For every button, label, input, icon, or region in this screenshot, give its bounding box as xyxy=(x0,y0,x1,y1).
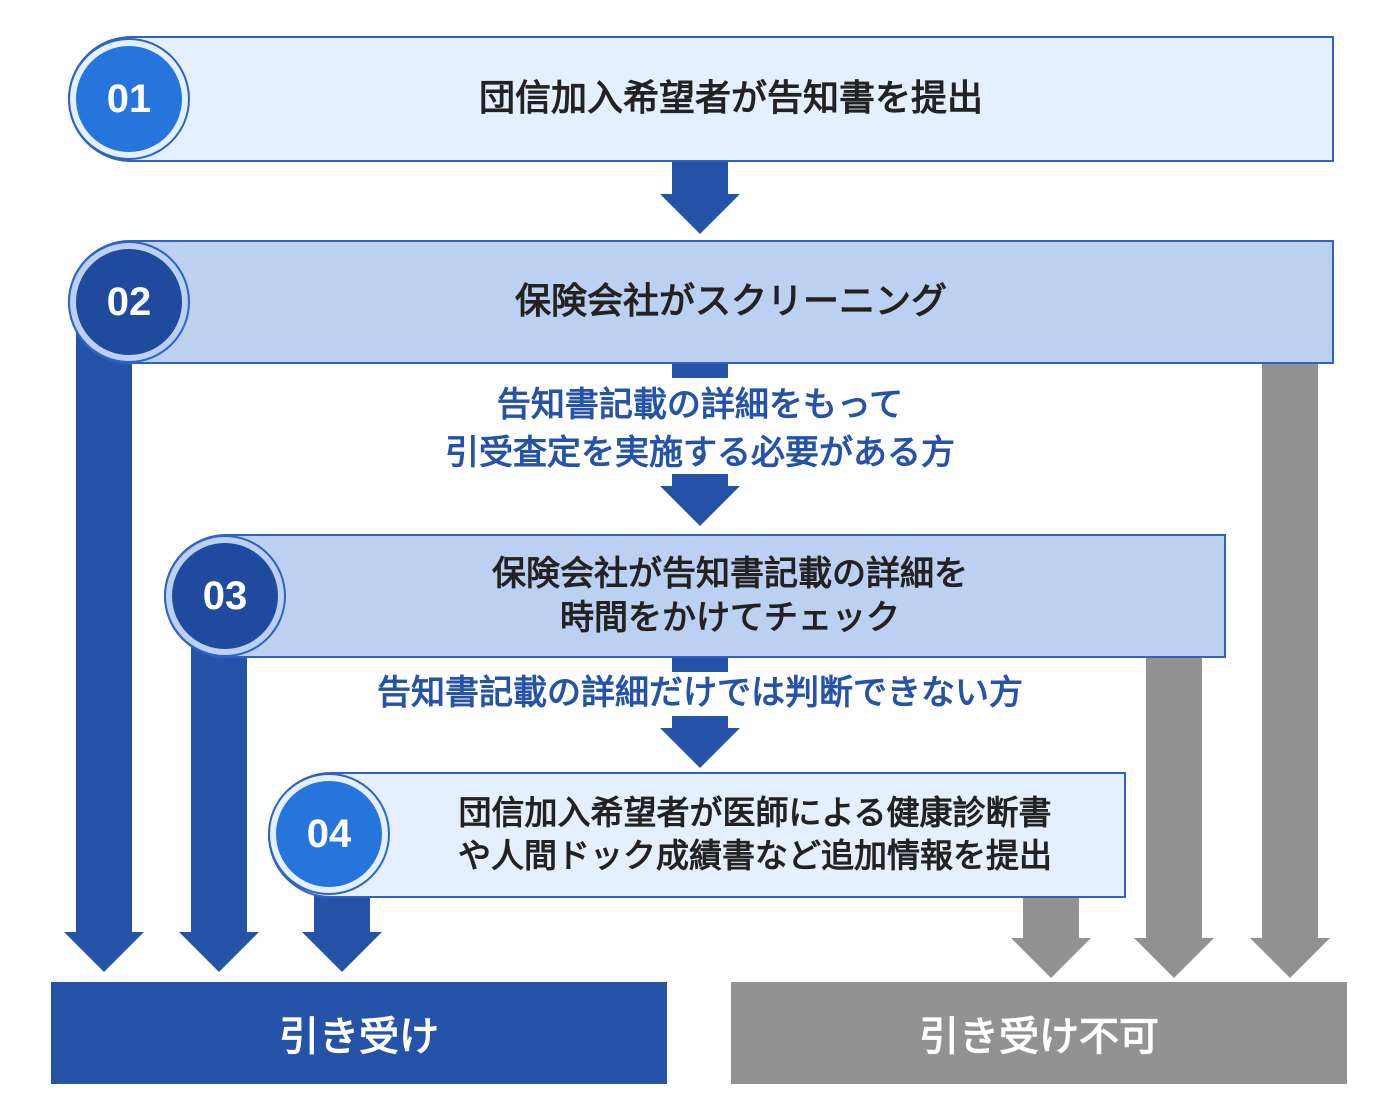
accept-arrow-from-02-head xyxy=(64,932,144,972)
condition-after-03: 告知書記載の詳細だけでは判断できない方 xyxy=(250,670,1150,718)
arrow-01-02-head xyxy=(660,194,740,234)
condition-after-03-text: 告知書記載の詳細だけでは判断できない方 xyxy=(377,673,1023,713)
reject-arrow-from-03-stem xyxy=(1146,658,1202,938)
result-accept-label: 引き受け xyxy=(279,1014,439,1060)
accept-arrow-from-03-head xyxy=(179,932,259,972)
arrow-03-04-stem-lower xyxy=(672,716,728,728)
step-03-number-badge: 03 xyxy=(172,543,278,649)
step-04-box: 団信加入希望者が医師による健康診断書 や人間ドック成績書など追加情報を提出 xyxy=(268,772,1126,898)
arrow-01-02-stem xyxy=(672,162,728,194)
reject-arrow-from-02-head xyxy=(1250,938,1330,978)
step-04-text-line1: 団信加入希望者が医師による健康診断書 xyxy=(458,793,1052,833)
result-accept-box: 引き受け xyxy=(51,982,667,1084)
reject-arrow-from-04-head xyxy=(1011,938,1091,978)
step-02-number: 02 xyxy=(106,279,152,324)
result-reject-label: 引き受け不可 xyxy=(919,1014,1159,1060)
condition-after-02: 告知書記載の詳細をもって 引受査定を実施する必要がある方 xyxy=(300,382,1100,477)
step-03-text-line1: 保険会社が告知書記載の詳細を xyxy=(492,553,968,594)
arrow-03-04-stem xyxy=(672,658,728,672)
reject-arrow-from-04-stem xyxy=(1023,898,1079,938)
step-03-box: 保険会社が告知書記載の詳細を 時間をかけてチェック xyxy=(164,534,1226,658)
reject-arrow-from-02-stem xyxy=(1262,364,1318,938)
result-reject-box: 引き受け不可 xyxy=(731,982,1347,1084)
arrow-02-03-stem xyxy=(672,364,728,378)
step-03-number: 03 xyxy=(202,573,248,618)
arrow-02-03-stem-lower xyxy=(672,474,728,486)
step-04-number-badge: 04 xyxy=(276,781,382,887)
arrow-02-03-head xyxy=(660,486,740,526)
step-04-number: 04 xyxy=(306,811,352,856)
step-04-text-line2: や人間ドック成績書など追加情報を提出 xyxy=(458,836,1052,875)
condition-after-02-line1: 告知書記載の詳細をもって xyxy=(496,385,904,425)
accept-arrow-from-02-stem xyxy=(76,300,132,932)
step-03-text-line2: 時間をかけてチェック xyxy=(560,598,900,638)
step-01-box: 団信加入希望者が告知書を提出 xyxy=(68,36,1334,162)
step-02-box: 保険会社がスクリーニング xyxy=(68,240,1334,364)
accept-arrow-from-04-head xyxy=(302,932,382,972)
step-01-text: 団信加入希望者が告知書を提出 xyxy=(478,77,983,119)
step-01-number: 01 xyxy=(106,76,152,121)
step-02-text: 保険会社がスクリーニング xyxy=(514,280,947,322)
step-01-number-badge: 01 xyxy=(76,46,182,152)
reject-arrow-from-03-head xyxy=(1134,938,1214,978)
step-02-number-badge: 02 xyxy=(76,249,182,355)
condition-after-02-line2: 引受査定を実施する必要がある方 xyxy=(445,432,955,473)
arrow-03-04-head xyxy=(660,728,740,768)
